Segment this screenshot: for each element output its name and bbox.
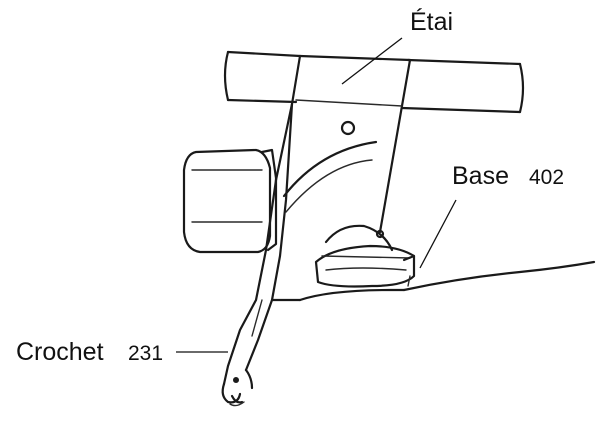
label-etai: Étai — [410, 8, 454, 36]
roof-bar — [223, 50, 525, 114]
mount-leg — [222, 102, 294, 386]
label-base-number: 402 — [529, 166, 565, 189]
leader-etai — [341, 37, 403, 85]
hook — [221, 368, 254, 407]
vehicle-roof — [402, 254, 596, 292]
label-crochet: Crochet — [16, 338, 104, 366]
base-foot — [270, 224, 416, 302]
label-base: Base — [452, 162, 509, 190]
stay-strut — [274, 54, 412, 234]
label-crochet-number: 231 — [128, 342, 164, 365]
side-pad — [182, 148, 278, 254]
leader-base — [419, 199, 457, 269]
